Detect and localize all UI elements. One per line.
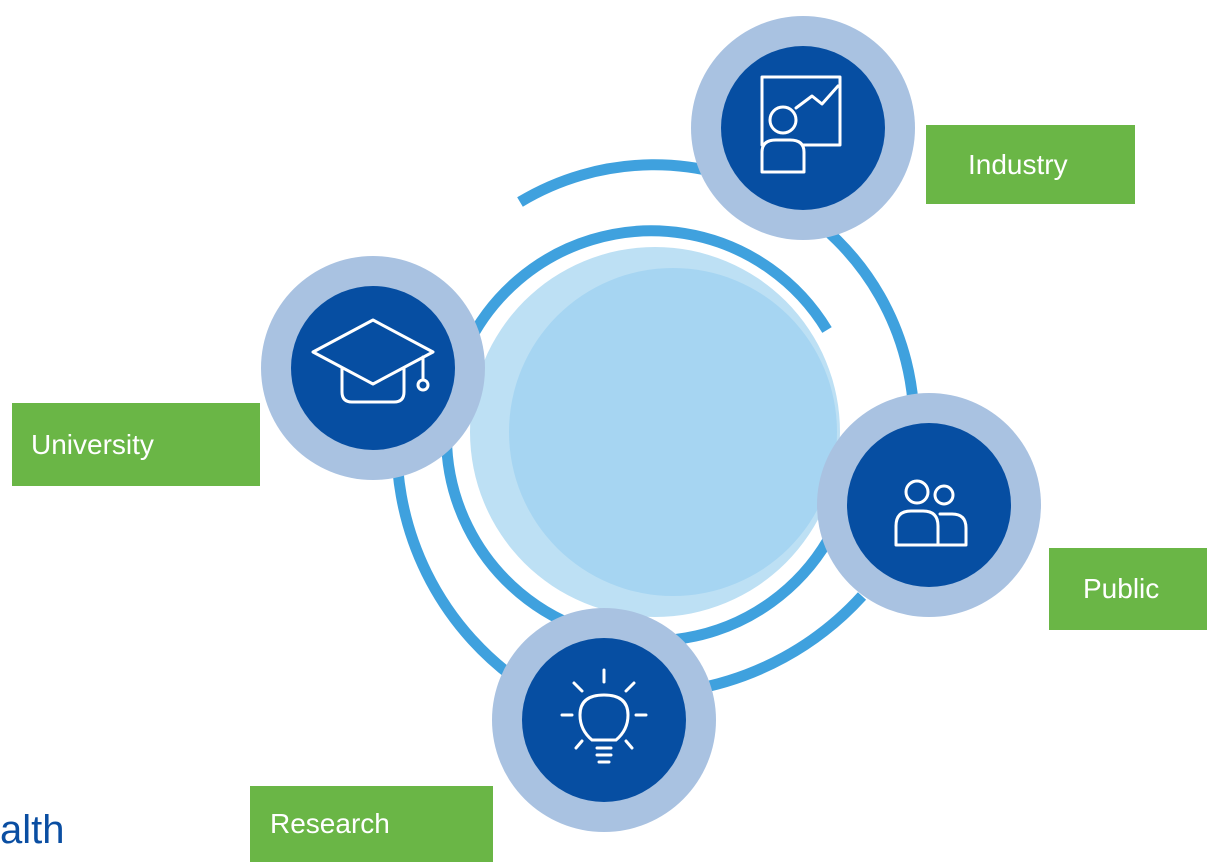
- label-industry-text: Industry: [968, 148, 1068, 180]
- logo-fragment: alth: [0, 808, 65, 852]
- label-public-text: Public: [1083, 573, 1160, 604]
- node-public-core: [847, 423, 1011, 587]
- center-inner-circle: [509, 268, 837, 596]
- people-icon: [894, 479, 968, 547]
- node-research[interactable]: [492, 608, 716, 832]
- outer-arc-bottom: [689, 592, 867, 696]
- node-industry-core: [721, 46, 885, 210]
- label-university: University: [12, 403, 260, 486]
- label-research-text: Research: [270, 808, 390, 839]
- label-industry: Industry: [926, 125, 1135, 204]
- label-university-text: University: [31, 428, 154, 460]
- label-public: Public: [1049, 548, 1207, 630]
- label-research: Research: [250, 786, 493, 862]
- node-university-core: [291, 286, 455, 450]
- graduation-cap-icon: [311, 318, 435, 404]
- presentation-chart-icon: [760, 75, 842, 174]
- node-public[interactable]: [817, 393, 1041, 617]
- lightbulb-icon: [560, 668, 648, 764]
- node-industry[interactable]: [691, 16, 915, 240]
- node-university[interactable]: [261, 256, 485, 480]
- node-research-core: [522, 638, 686, 802]
